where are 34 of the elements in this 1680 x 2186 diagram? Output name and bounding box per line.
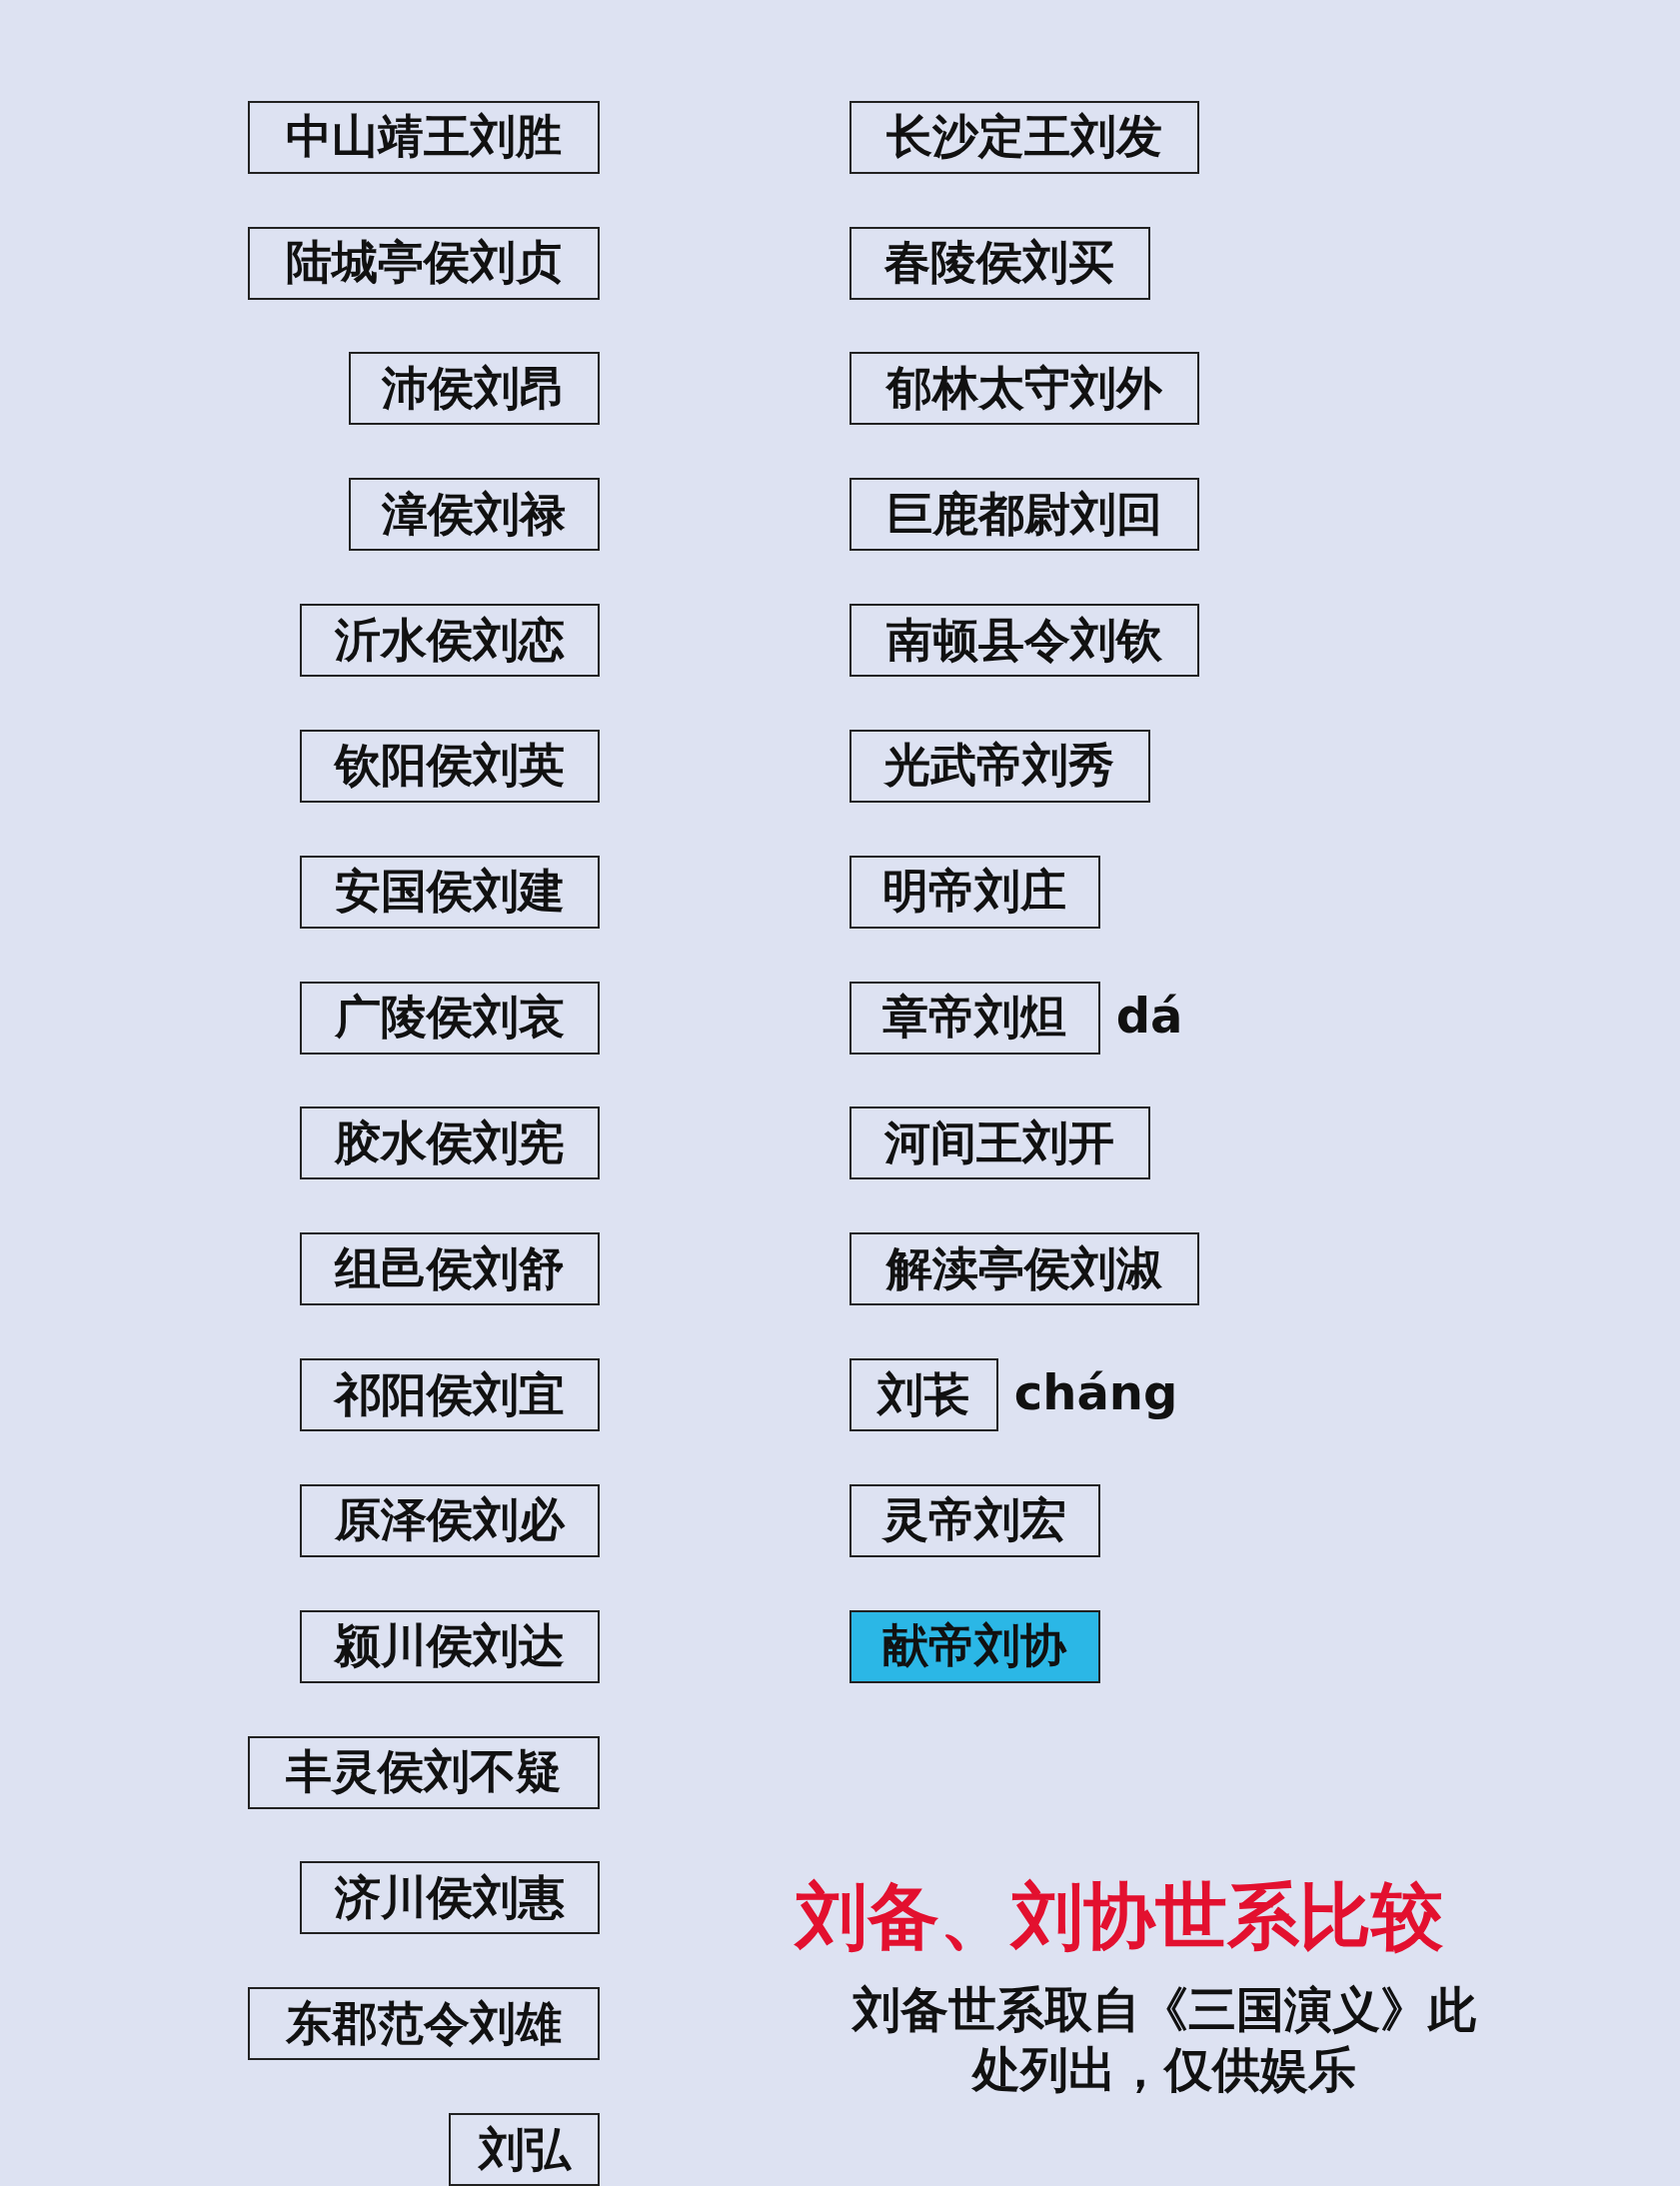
name-box: 陆城亭侯刘贞 — [248, 226, 600, 300]
name-box: 广陵侯刘哀 — [299, 981, 600, 1055]
name-box: 献帝刘协 — [848, 1609, 1100, 1683]
pinyin-label: cháng — [1013, 1364, 1178, 1420]
name-box: 刘苌 — [848, 1358, 998, 1431]
name-box: 济川侯刘惠 — [299, 1861, 600, 1935]
name-box: 沛侯刘昂 — [348, 352, 600, 426]
name-box: 颍川侯刘达 — [299, 1609, 600, 1683]
name-box: 刘弘 — [449, 2113, 600, 2186]
name-box: 钦阳侯刘英 — [299, 729, 600, 803]
name-box: 中山靖王刘胜 — [248, 100, 600, 174]
name-box: 长沙定王刘发 — [848, 100, 1199, 174]
pinyin-label: dá — [1115, 987, 1183, 1044]
name-box: 漳侯刘禄 — [348, 478, 600, 552]
name-box: 郁林太守刘外 — [848, 352, 1199, 426]
name-box: 巨鹿都尉刘回 — [848, 478, 1199, 552]
name-box: 南顿县令刘钦 — [848, 604, 1199, 678]
name-box: 东郡范令刘雄 — [248, 1987, 600, 2061]
name-box: 光武帝刘秀 — [848, 729, 1150, 803]
name-box: 沂水侯刘恋 — [299, 604, 600, 678]
note-text: 刘备世系取自《三国演义》此处列出，仅供娱乐 — [850, 1980, 1477, 2099]
name-box: 丰灵侯刘不疑 — [248, 1735, 600, 1809]
name-box: 河间王刘开 — [848, 1106, 1150, 1180]
name-box: 明帝刘庄 — [848, 855, 1100, 929]
name-box: 春陵侯刘买 — [848, 226, 1150, 300]
name-box: 原泽侯刘必 — [299, 1483, 600, 1557]
name-box: 祁阳侯刘宜 — [299, 1358, 600, 1431]
name-box: 灵帝刘宏 — [848, 1483, 1100, 1557]
name-box: 胶水侯刘宪 — [299, 1106, 600, 1180]
name-box: 章帝刘炟 — [848, 981, 1100, 1055]
name-box: 组邑侯刘舒 — [299, 1232, 600, 1306]
name-box: 解渎亭侯刘淑 — [848, 1232, 1199, 1306]
name-box: 安国侯刘建 — [299, 855, 600, 929]
title: 刘备、刘协世系比较 — [793, 1873, 1444, 1960]
